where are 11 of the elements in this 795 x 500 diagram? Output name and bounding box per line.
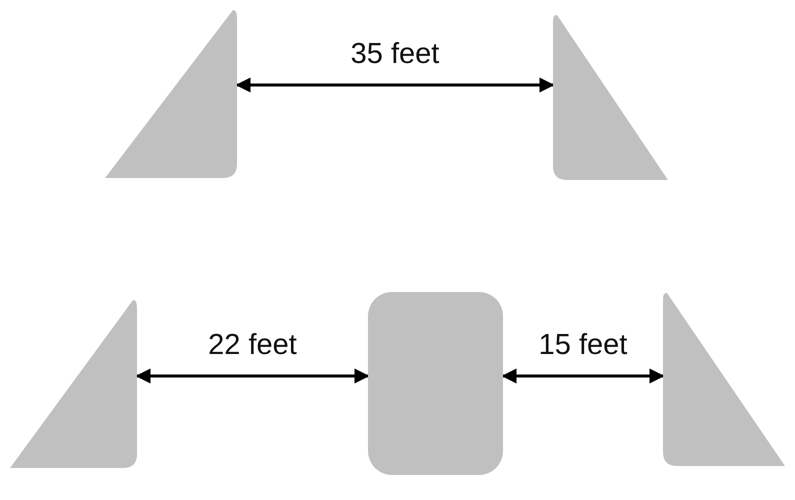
triangle-shape xyxy=(105,10,237,178)
rounded-rectangle xyxy=(368,292,503,475)
edge-label: 35 feet xyxy=(350,40,440,69)
triangle-shape xyxy=(10,300,137,468)
double-arrow xyxy=(136,368,370,384)
edge-label: 15 feet xyxy=(538,331,628,360)
double-arrow xyxy=(236,78,554,92)
double-arrow xyxy=(502,368,664,384)
triangle-shape xyxy=(553,15,668,180)
edge-label: 22 feet xyxy=(208,331,297,360)
triangle-shape xyxy=(663,293,785,466)
